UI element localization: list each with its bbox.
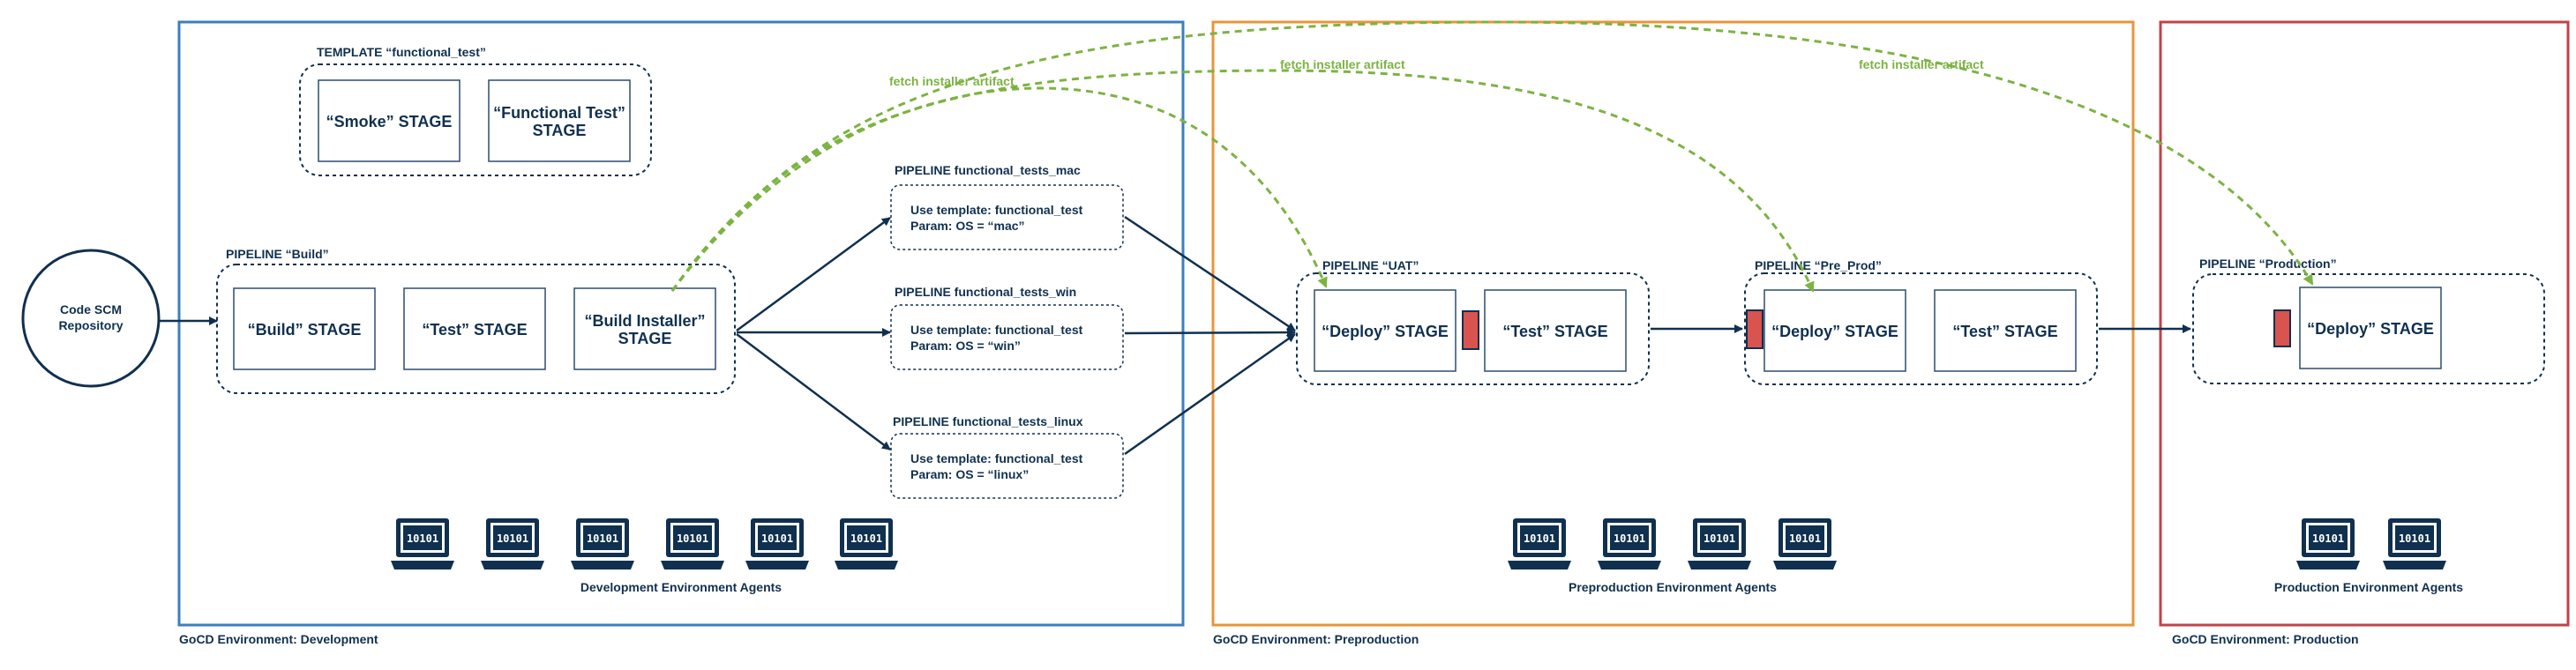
agent-code: 10101 [587,532,618,545]
build-installer-stage-label-line1: “Build Installer” [584,312,705,330]
preprod-deploy-stage-label: “Deploy” STAGE [1771,323,1898,340]
mac-pipeline-label: PIPELINE functional_tests_mac [895,163,1081,177]
dev-agent-3: 10101 [571,518,634,570]
environment-preprod-box [1211,20,2135,627]
uat-test-stage [1484,289,1627,372]
prod-agents: 10101 10101 Production Environment Agent… [2274,518,2463,594]
fetch-artifact-curve-uat [670,86,1328,292]
win-param-line: Param: OS = “win” [910,339,1021,353]
preprod-test-stage-label: “Test” STAGE [1952,323,2057,340]
win-pipeline-label: PIPELINE functional_tests_win [895,285,1076,299]
win-to-uat-arrow [1124,328,1296,338]
fetch-artifact-label-2: fetch installer artifact [1280,57,1405,71]
dev-agents-label: Development Environment Agents [580,580,782,594]
agent-code: 10101 [2399,532,2430,545]
preprod-pipeline-label: PIPELINE “Pre_Prod” [1755,258,1882,272]
agent-code: 10101 [1704,532,1735,545]
production-deploy-stage [2299,287,2442,369]
preprod-test-stage [1934,289,2077,372]
agent-code: 10101 [677,532,708,545]
win-template-line: Use template: functional_test [910,323,1083,337]
fetch-artifact-label-3: fetch installer artifact [1859,57,1984,71]
smoke-stage-label: “Smoke” STAGE [326,113,453,130]
dev-agents: 10101 10101 10101 10101 10101 10101 Deve… [391,518,898,594]
agent-code: 10101 [407,532,438,545]
preprod-deploy-stage [1764,289,1906,372]
agent-code: 10101 [850,532,882,545]
uat-pipeline-label: PIPELINE “UAT” [1322,258,1419,272]
preprod-agents-label: Preproduction Environment Agents [1569,580,1777,594]
preprod-agent-2: 10101 [1598,518,1661,570]
uat-manual-gate [1462,310,1479,350]
scm-label-line1: Code SCM [60,302,122,316]
template-functional-test: TEMPLATE “functional_test” “Smoke” STAGE… [299,45,652,176]
build-to-mac-arrow [736,216,891,332]
linux-to-uat-arrow [1124,332,1296,456]
uat-test-stage-label: “Test” STAGE [1502,323,1607,340]
agent-code: 10101 [761,532,793,545]
mac-template-line: Use template: functional_test [910,203,1083,217]
agent-code: 10101 [2312,532,2344,545]
production-manual-gate [2273,309,2291,347]
preprod-agents: 10101 10101 10101 10101 Preproduction En… [1508,518,1837,594]
preprod-agent-3: 10101 [1688,518,1751,570]
pipeline-functional-tests-win: PIPELINE functional_tests_win Use templa… [890,285,1124,370]
linux-param-line: Param: OS = “linux” [910,467,1029,481]
dev-agent-2: 10101 [481,518,544,570]
template-label: TEMPLATE “functional_test” [317,45,486,59]
agent-code: 10101 [497,532,528,545]
agent-code: 10101 [1789,532,1821,545]
build-stage-label: “Build” STAGE [248,321,362,339]
environment-dev-label: GoCD Environment: Development [179,632,378,646]
linux-pipeline-label: PIPELINE functional_tests_linux [893,414,1083,428]
pipeline-uat: PIPELINE “UAT” “Deploy” STAGE “Test” STA… [1296,258,1650,385]
pipeline-pre-prod: PIPELINE “Pre_Prod” “Deploy” STAGE “Test… [1744,258,2098,385]
build-installer-stage-label-line2: STAGE [618,330,672,347]
uat-deploy-stage [1314,289,1456,372]
dev-agent-1: 10101 [391,518,454,570]
code-scm-repository: Code SCM Repository [21,249,161,388]
pipeline-build: PIPELINE “Build” “Build” STAGE “Test” ST… [216,247,736,394]
fetch-artifact-curve-production [670,20,2314,292]
scm-label-line2: Repository [58,318,123,332]
build-to-linux-arrow [736,333,891,450]
environment-prod-box [2159,20,2570,627]
production-pipeline-label: PIPELINE “Production” [2199,257,2337,271]
environment-preprod-label: GoCD Environment: Preproduction [1213,632,1419,646]
pipeline-production: PIPELINE “Production” “Deploy” STAGE [2192,257,2545,384]
functional-test-stage [488,79,631,162]
uat-deploy-stage-label: “Deploy” STAGE [1322,323,1449,340]
mac-to-uat-arrow [1124,215,1296,332]
build-stage [233,287,376,370]
fetch-artifact-label-1: fetch installer artifact [889,74,1015,88]
preprod-manual-gate [1746,309,1764,349]
prod-agents-label: Production Environment Agents [2274,580,2463,594]
prod-agent-1: 10101 [2296,518,2360,570]
functional-test-stage-label-line1: “Functional Test” [493,104,625,122]
mac-param-line: Param: OS = “mac” [910,219,1025,233]
fetch-artifact-curve-preprod [670,69,1815,293]
smoke-stage [318,79,461,162]
dev-agent-6: 10101 [835,518,898,570]
agent-code: 10101 [1524,532,1555,545]
build-pipeline-label: PIPELINE “Build” [226,247,329,261]
test-stage-label: “Test” STAGE [422,321,527,339]
agent-code: 10101 [1614,532,1645,545]
preprod-agent-4: 10101 [1773,518,1837,570]
pipeline-functional-tests-linux: PIPELINE functional_tests_linux Use temp… [890,414,1124,499]
environment-dev-box [177,20,1185,627]
dev-agent-5: 10101 [745,518,809,570]
functional-test-stage-label-line2: STAGE [533,122,587,139]
environment-prod-label: GoCD Environment: Production [2172,632,2359,646]
build-installer-stage [573,287,716,370]
linux-template-line: Use template: functional_test [910,451,1083,465]
prod-agent-2: 10101 [2383,518,2446,570]
pipeline-functional-tests-mac: PIPELINE functional_tests_mac Use templa… [890,163,1124,250]
preprod-agent-1: 10101 [1508,518,1571,570]
dev-agent-4: 10101 [661,518,724,570]
test-stage [403,287,546,370]
production-deploy-stage-label: “Deploy” STAGE [2307,320,2434,338]
